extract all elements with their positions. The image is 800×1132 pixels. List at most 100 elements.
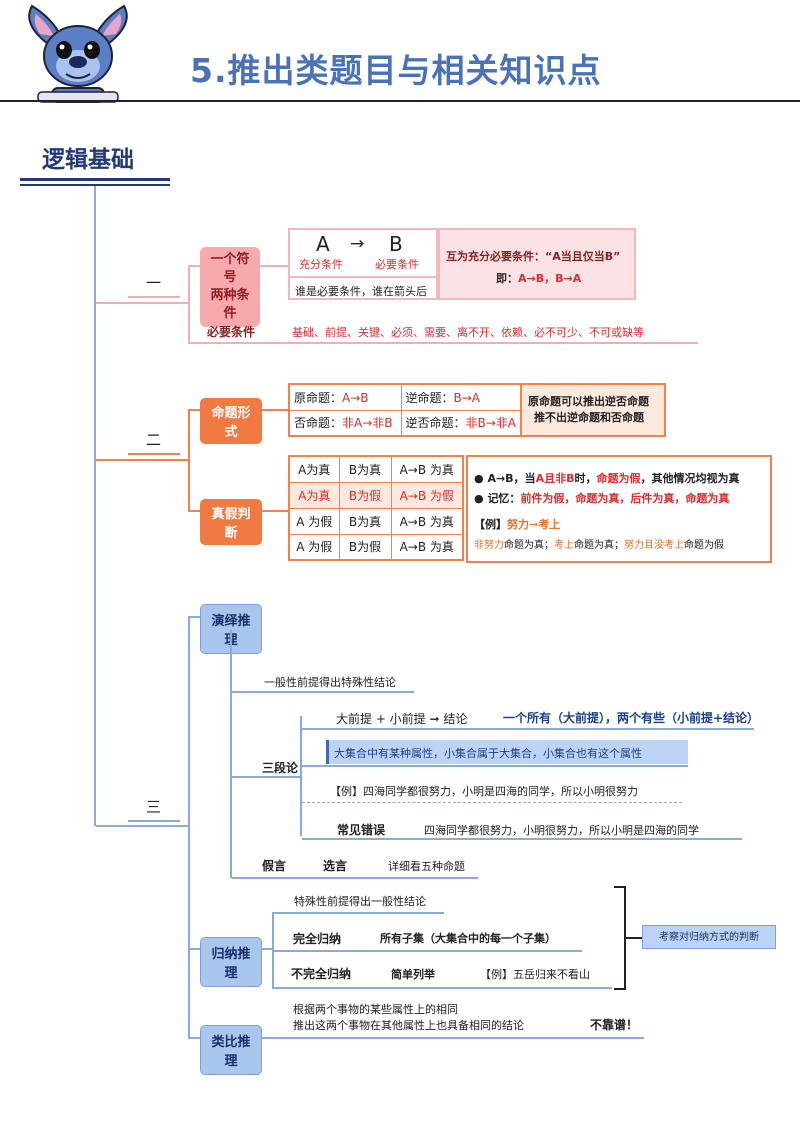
common-error-line bbox=[302, 838, 742, 840]
truth-example: 【例】努力→考上 bbox=[474, 516, 560, 532]
truth-bullet-1: ● A→B，当A且非B时，命题为假，其他情况均视为真 bbox=[474, 470, 739, 486]
induction-bracket bbox=[614, 886, 626, 990]
table-cell: A 为假 bbox=[288, 507, 340, 535]
mutual-prefix: 即： bbox=[496, 272, 518, 285]
branch-two-h bbox=[96, 459, 188, 461]
table-cell: B为假 bbox=[338, 533, 392, 561]
bullet2-a: 记忆： bbox=[487, 492, 521, 505]
table-cell: A 为假 bbox=[288, 533, 340, 561]
table-cell: A→B 为假 bbox=[390, 481, 464, 509]
formula-a: A bbox=[316, 232, 330, 256]
header-divider bbox=[0, 100, 800, 102]
orig-cell: 原命题：A→B bbox=[288, 383, 402, 411]
sufficient-condition: 充分条件 bbox=[299, 258, 343, 271]
syllogism-all: 一个所有（大前提），两个有些（小前提+结论） bbox=[503, 711, 760, 725]
analogy-line-1: 根据两个事物的某些属性上的相同 bbox=[293, 1003, 458, 1016]
choice-label: 选言 bbox=[323, 859, 348, 873]
table-row: A 为假 B为真 A→B 为真 bbox=[288, 507, 464, 535]
syllogism-line bbox=[232, 776, 300, 778]
hypothesis-line bbox=[232, 877, 478, 879]
example2-e: 努力且没考上 bbox=[624, 540, 684, 551]
proposition-note-box bbox=[520, 383, 666, 437]
complete-induction-label: 完全归纳 bbox=[293, 932, 342, 946]
connector bbox=[260, 265, 288, 267]
contra-cell: 逆否命题：非B→非A bbox=[400, 409, 522, 437]
proposition-note-1: 原命题可以推出逆否命题 bbox=[528, 395, 649, 408]
branch-one-top bbox=[188, 265, 200, 267]
syllogism-label: 三段论 bbox=[262, 761, 299, 775]
syllogism-v bbox=[300, 716, 302, 836]
who-necessary: 谁是必要条件，谁在箭头后 bbox=[295, 285, 427, 298]
necessary-words: 基础、前提、关键、必须、需要、离不开、依赖、必不可少、不可或缺等 bbox=[292, 326, 644, 339]
formula-divider bbox=[288, 276, 438, 278]
mutual-formula: A→B，B→A bbox=[518, 272, 582, 285]
necessary-underline bbox=[188, 342, 698, 344]
example-tag: 【例】 bbox=[474, 518, 507, 531]
mascot-icon bbox=[28, 4, 128, 103]
analogy-label: 类比推理 bbox=[200, 1025, 262, 1075]
page-title: 5.推出类题目与相关知识点 bbox=[190, 51, 602, 90]
neg-label: 否命题： bbox=[294, 416, 343, 431]
table-row: A为真 B为假 A→B 为假 bbox=[288, 481, 464, 509]
formula-b: B bbox=[389, 232, 403, 256]
incomplete-induction-text: 简单列举 bbox=[391, 968, 435, 981]
example2-c: 考上 bbox=[554, 540, 574, 551]
branch-one-underline bbox=[128, 296, 180, 298]
table-cell: A→B 为真 bbox=[390, 507, 464, 535]
deduction-v bbox=[230, 630, 232, 878]
branch-three-top bbox=[188, 616, 200, 618]
table-cell: A为真 bbox=[288, 455, 340, 483]
analogy-line-2: 推出这两个事物在其他属性上也具备相同的结论 bbox=[293, 1019, 524, 1032]
table-row: A为真 B为真 A→B 为真 bbox=[288, 455, 464, 483]
syllogism-highlight: 大集合中有某种属性，小集合属于大集合，小集合也有这个属性 bbox=[334, 747, 642, 760]
hypothesis-label: 假言 bbox=[262, 859, 287, 873]
table-cell: A为真 bbox=[288, 481, 340, 509]
orig-value: A→B bbox=[342, 390, 369, 405]
bracket-connector bbox=[626, 937, 642, 939]
incomplete-line bbox=[272, 987, 612, 989]
section-title: 逻辑基础 bbox=[42, 147, 134, 173]
common-error-label: 常见错误 bbox=[337, 823, 386, 837]
conv-cell: 逆命题：B→A bbox=[400, 383, 522, 411]
section-underline bbox=[20, 178, 170, 181]
conv-label: 逆命题： bbox=[405, 390, 454, 405]
table-cell: B为真 bbox=[338, 455, 392, 483]
contra-label: 逆否命题： bbox=[405, 416, 466, 431]
syllogism-example-line bbox=[302, 802, 682, 803]
incomplete-example: 【例】五岳归来不看山 bbox=[480, 968, 590, 981]
branch-three-bottom bbox=[188, 1037, 200, 1039]
connector bbox=[262, 409, 288, 411]
bullet1-e: ，其他情况均视为真 bbox=[640, 472, 740, 485]
truth-table: A为真 B为真 A→B 为真 A为真 B为假 A→B 为假 A 为假 B为真 A… bbox=[288, 455, 464, 561]
label-line: 两种条件 bbox=[210, 288, 250, 321]
complete-line bbox=[272, 950, 582, 952]
induction-h bbox=[262, 948, 272, 950]
mutual-condition: 互为充分必要条件：“A当且仅当B” bbox=[446, 250, 621, 263]
section-underline bbox=[20, 184, 170, 186]
complete-induction-text: 所有子集（大集合中的每一个子集） bbox=[380, 932, 556, 945]
syllogism-formula-line bbox=[302, 728, 754, 730]
deduction-definition: 一般性前提得出特殊性结论 bbox=[264, 676, 396, 689]
truth-bullet-2: ● 记忆：前件为假，命题为真，后件为真，命题为真 bbox=[474, 490, 729, 506]
truth-note-box bbox=[466, 455, 772, 563]
branch-two-bottom bbox=[188, 510, 200, 512]
table-cell: A→B 为真 bbox=[390, 455, 464, 483]
bullet-dot: ● bbox=[474, 472, 488, 485]
branch-two-v bbox=[188, 409, 190, 511]
contra-value: 非B→非A bbox=[465, 416, 517, 431]
mutual-formula-line: 即：A→B，B→A bbox=[496, 270, 581, 286]
syllogism-formula: 大前提 + 小前提 ➞ 结论 bbox=[336, 712, 468, 726]
branch-three-mid bbox=[188, 948, 200, 950]
deduction-def-line bbox=[232, 691, 414, 693]
connector bbox=[262, 510, 288, 512]
bullet2-b: 前件为假，命题为真，后件为真，命题为真 bbox=[520, 492, 730, 505]
example2-f: 命题为假 bbox=[684, 540, 724, 551]
table-cell: B为真 bbox=[338, 507, 392, 535]
proposition-form-label: 命题形式 bbox=[200, 398, 262, 444]
incomplete-induction-label: 不完全归纳 bbox=[291, 967, 352, 981]
example-formula: 努力→考上 bbox=[507, 518, 561, 531]
induction-definition: 特殊性前提得出一般性结论 bbox=[294, 895, 426, 908]
table-cell: A→B 为真 bbox=[390, 533, 464, 561]
proposition-table: 原命题：A→B 逆命题：B→A 否命题：非A→非B 逆否命题：非B→非A bbox=[288, 383, 523, 437]
formula-arrow: → bbox=[350, 234, 365, 254]
